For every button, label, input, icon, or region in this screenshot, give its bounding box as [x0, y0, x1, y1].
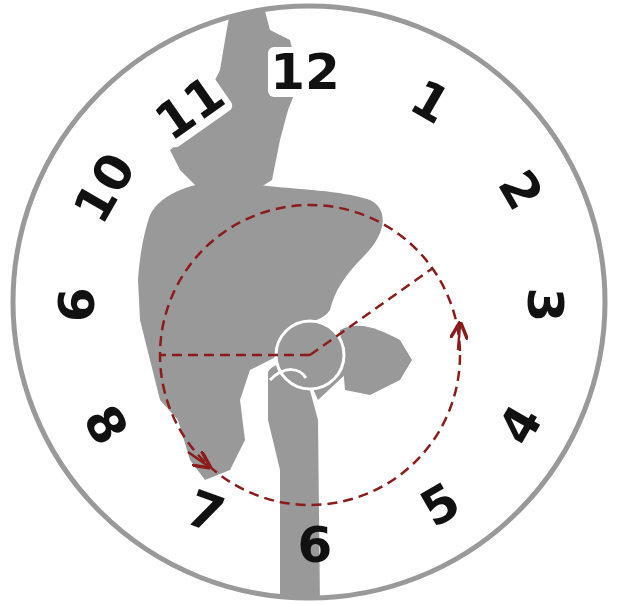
clock-number: 1: [401, 71, 460, 134]
clock-number: 7: [178, 482, 232, 542]
clock-number: 3: [520, 286, 570, 325]
dashed-circle: [160, 205, 460, 505]
arc-arrow: [188, 452, 208, 466]
clock-number: 5: [411, 474, 470, 537]
radius-line: [310, 268, 433, 355]
pelvis-bones: [138, 0, 412, 604]
clock-number: 2: [489, 161, 552, 220]
radius-line: [160, 354, 310, 357]
clock-rim: [13, 6, 605, 598]
clock-number: 4: [489, 396, 552, 455]
clock-number: 10: [65, 144, 145, 233]
clock-number: 8: [74, 396, 137, 455]
arc-arrow: [458, 325, 460, 350]
clock-number: 6: [296, 520, 335, 570]
clock-number: 9: [50, 286, 100, 325]
clock-number: 12: [268, 47, 342, 97]
